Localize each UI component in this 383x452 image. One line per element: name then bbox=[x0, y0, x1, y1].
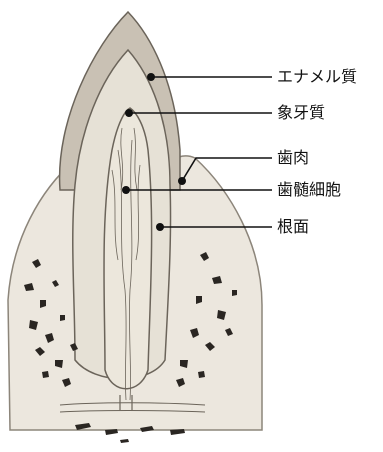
gingiva-dot bbox=[178, 177, 186, 185]
root-surface-label: 根面 bbox=[277, 217, 309, 237]
gingiva-label: 歯肉 bbox=[277, 148, 309, 168]
enamel-label: エナメル質 bbox=[277, 67, 357, 87]
root-surface-dot bbox=[156, 223, 164, 231]
enamel-dot bbox=[147, 73, 155, 81]
pulp-dot bbox=[122, 186, 130, 194]
pulp-label: 歯髄細胞 bbox=[277, 180, 341, 200]
dentin-label: 象牙質 bbox=[277, 103, 325, 123]
dentin-dot bbox=[125, 109, 133, 117]
